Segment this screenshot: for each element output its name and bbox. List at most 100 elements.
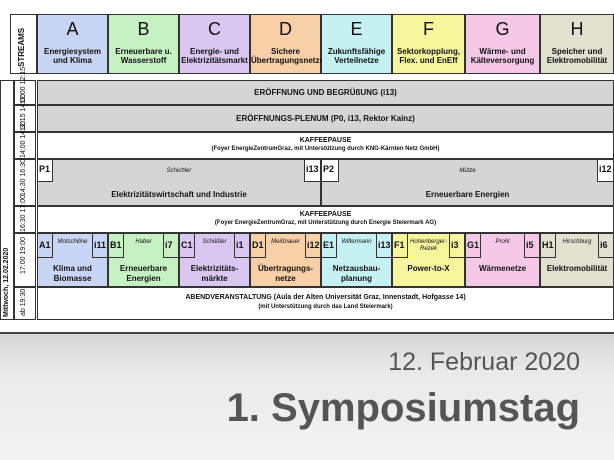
session-code-box: A1 (38, 234, 53, 258)
footer-date: 12. Februar 2020 (388, 348, 580, 376)
stream-header-c: C Energie- und Elektrizitätsmarkt (179, 14, 250, 74)
session-chair: Mütze (459, 168, 476, 174)
session-code-box: D1 (251, 234, 266, 258)
opening-row: ERÖFFNUNG UND BEGRÜßUNG (i13) (37, 80, 614, 105)
session-chair: Prohl (495, 239, 510, 245)
plenary-row: ERÖFFNUNGS-PLENUM (P0, i13, Rektor Kainz… (37, 105, 614, 132)
stream-letter: H (570, 19, 584, 39)
coffee-break-1: KAFFEEPAUSE (Foyer EnergieZentrumGraz, m… (37, 132, 614, 159)
session-code: F1 (394, 240, 405, 250)
session-chair: Hohenberger-Rezek (410, 239, 447, 252)
session-room-box: i13 (304, 160, 320, 182)
session-room-box: i6 (598, 234, 613, 258)
slide-footer: 12. Februar 2020 1. Symposiumstag (0, 334, 614, 460)
streams-label: STREAMS (17, 27, 26, 67)
session-room-box: i11 (92, 234, 107, 258)
session-title: Elektrizitäts-märkte (190, 264, 239, 283)
stream-letter: F (423, 19, 434, 39)
break-title: KAFFEEPAUSE (299, 137, 352, 144)
time-cell: 14:30 16:30 (14, 159, 36, 206)
session-p2: P2 Mütze i12 Erneuerbare Energien (321, 159, 614, 206)
session-chair: Meißnauer (271, 239, 300, 245)
session-code: A1 (39, 240, 51, 250)
session-code-box: F1 (393, 234, 408, 258)
session-code: G1 (467, 240, 480, 250)
stream-header-d: D Sichere Übertragungsnetze (250, 14, 324, 74)
schedule-sheet: STREAMS A Energiesystem und Klima B Erne… (0, 0, 614, 334)
stream-letter: E (350, 19, 363, 39)
time-cell: 16:30 17:00 (14, 195, 36, 233)
streams-label-cell: STREAMS (10, 14, 37, 74)
coffee-break-2: KAFFEEPAUSE (Foyer EnergieZentrumGraz, m… (37, 206, 614, 233)
session-code: H1 (542, 240, 554, 250)
session-room: i1 (236, 240, 244, 250)
session-chair: Hirschburg (562, 239, 592, 245)
session-code-box: C1 (180, 234, 195, 258)
session-title: Erneuerbare Energien (119, 264, 168, 283)
session-code: P2 (323, 164, 335, 174)
break-subtitle: (Foyer EnergieZentrumGraz, mit Unterstüt… (214, 220, 437, 226)
session-code: E1 (323, 240, 335, 250)
stream-header-a: A Energiesystem und Klima (37, 14, 108, 74)
session-chair: Motschiline (57, 239, 88, 245)
session-code-box: E1 (322, 234, 337, 258)
stream-title: Energie- und Elektrizitätsmarkt (181, 47, 248, 65)
time-cell: 17:00 19:00 (14, 233, 36, 287)
time-cell: 12:15 14:00 (14, 94, 36, 132)
stream-title: Wärme- und Kälteversorgung (470, 47, 535, 65)
session-code: B1 (110, 240, 122, 250)
stream-title: Sektorkopplung, Flex. und EnEff (396, 47, 461, 65)
date-column: Mittwoch, 12.02.2020 (0, 80, 14, 320)
session-title: Wärmenetze (478, 264, 527, 273)
time-cell: ab 19:30 (14, 287, 36, 320)
session-code: C1 (181, 240, 193, 250)
stream-letter: C (208, 19, 221, 39)
session-code-box: H1 (541, 234, 556, 258)
stream-header-b: B Erneuerbare u. Wasserstoff (108, 14, 179, 74)
break-title: KAFFEEPAUSE (299, 211, 352, 218)
stream-letter: G (495, 19, 510, 39)
session-code-box: P2 (322, 160, 339, 182)
session-chair: Schichler (166, 168, 192, 174)
evening-title: ABENDVERANSTALTUNG (Aula der Alten Unive… (185, 294, 466, 301)
session-chair: Wiltermann (341, 239, 372, 245)
stream-title: Zukunftsfähige Verteilnetze (327, 47, 386, 65)
session-room: i12 (307, 240, 320, 250)
time-cell: 14:00 14:30 (14, 121, 36, 159)
stream-letter: D (279, 19, 292, 39)
session-chair: Haber (135, 239, 152, 245)
session-title: Übertragungs-netze (257, 264, 314, 283)
time-slot: 14:00 14:30 (20, 121, 27, 158)
session-title: Elektromobilität (546, 264, 608, 273)
evening-subtitle: (mit Unterstützung durch das Land Steier… (258, 304, 393, 310)
session-room: i13 (306, 164, 319, 174)
session-room: i3 (451, 240, 459, 250)
plenary-title: ERÖFFNUNGS-PLENUM (P0, i13, Rektor Kainz… (236, 114, 415, 123)
date-label: Mittwoch, 12.02.2020 (3, 247, 10, 317)
session-title: Klima und Biomasse (53, 264, 92, 283)
session-room-box: i13 (376, 234, 391, 258)
session-p1: P1 Schichler i13 Elektrizitätswirtschaft… (37, 159, 321, 206)
stream-header-e: E Zukunftsfähige Verteilnetze (321, 14, 392, 74)
session-chair: Schüßler (202, 239, 227, 245)
stream-letter: A (66, 19, 79, 39)
opening-title: ERÖFFNUNG UND BEGRÜßUNG (i13) (254, 88, 397, 97)
break-subtitle: (Foyer EnergieZentrumGraz, mit Unterstüt… (211, 146, 440, 152)
evening-event: ABENDVERANSTALTUNG (Aula der Alten Unive… (37, 287, 614, 320)
session-title: Netzausbau-planung (332, 264, 381, 283)
time-slot: ab 19:30 (20, 288, 27, 316)
session-room-box: i7 (163, 234, 178, 258)
session-code: P1 (39, 164, 51, 174)
session-title: Erneuerbare Energien (425, 190, 510, 199)
session-title: Elektrizitätswirtschaft und Industrie (111, 190, 247, 199)
session-room: i11 (94, 240, 107, 250)
stream-title: Sichere Übertragungsnetze (251, 47, 324, 65)
